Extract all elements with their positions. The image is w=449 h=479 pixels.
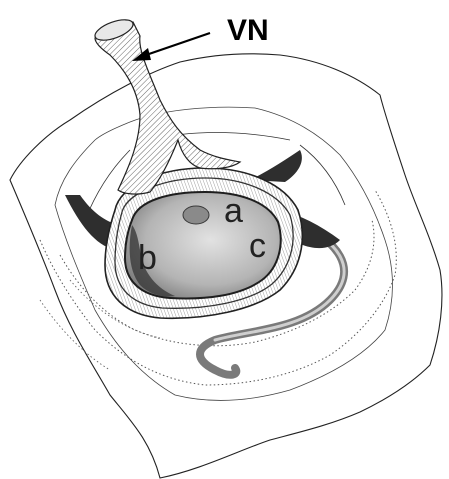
label-b: b xyxy=(138,239,157,277)
oval-nodule xyxy=(183,206,209,224)
label-vn: VN xyxy=(227,14,269,47)
label-a: a xyxy=(224,192,243,230)
vn-arrow-line xyxy=(146,33,210,55)
label-c: c xyxy=(249,227,266,265)
